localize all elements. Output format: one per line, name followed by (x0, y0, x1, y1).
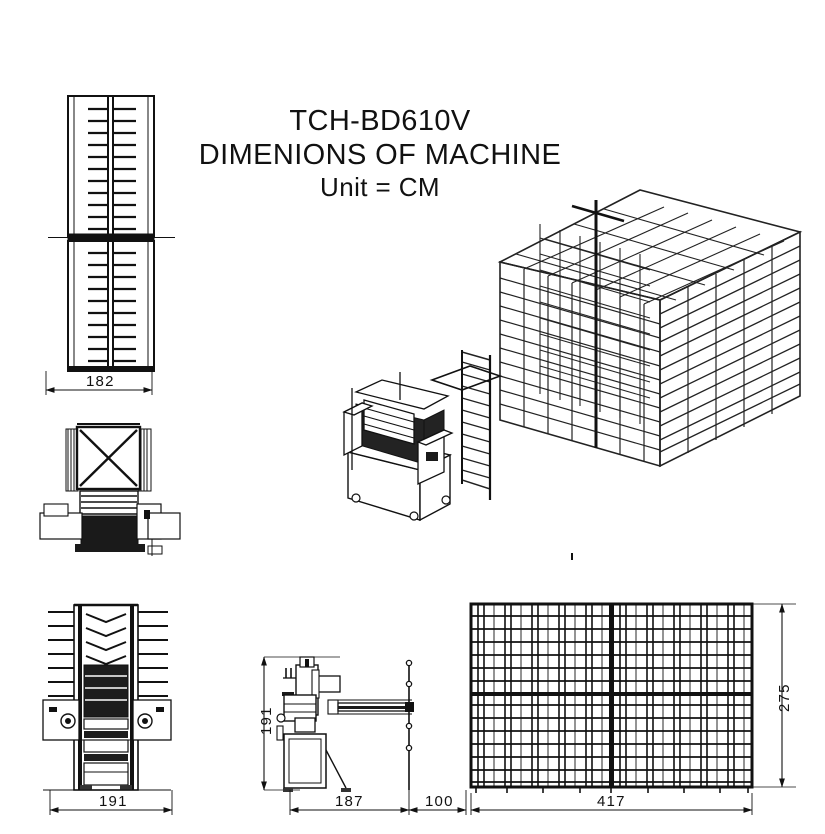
dimension-label-182: 182 (86, 373, 115, 390)
drawing-heading: DIMENIONS OF MACHINE (198, 139, 562, 172)
view-machine-side-elevation (261, 656, 467, 815)
view-isometric-assembly (342, 189, 803, 560)
view-machine-plan (39, 423, 181, 556)
unit-note: Unit = CM (320, 172, 440, 203)
title-block: TCH-BD610V DIMENIONS OF MACHINE Unit = C… (170, 104, 590, 203)
dimension-label-191-width: 191 (99, 793, 128, 810)
view-rack-side-elevation (45, 95, 175, 395)
model-number: TCH-BD610V (289, 105, 471, 137)
dimension-label-187: 187 (335, 793, 364, 810)
view-rack-front-elevation (469, 602, 796, 815)
dimension-label-191-height: 191 (258, 706, 275, 735)
dimension-label-417: 417 (597, 793, 626, 810)
dimension-label-275: 275 (776, 683, 793, 712)
view-machine-front-elevation (42, 603, 173, 815)
dimension-label-100: 100 (425, 793, 454, 810)
